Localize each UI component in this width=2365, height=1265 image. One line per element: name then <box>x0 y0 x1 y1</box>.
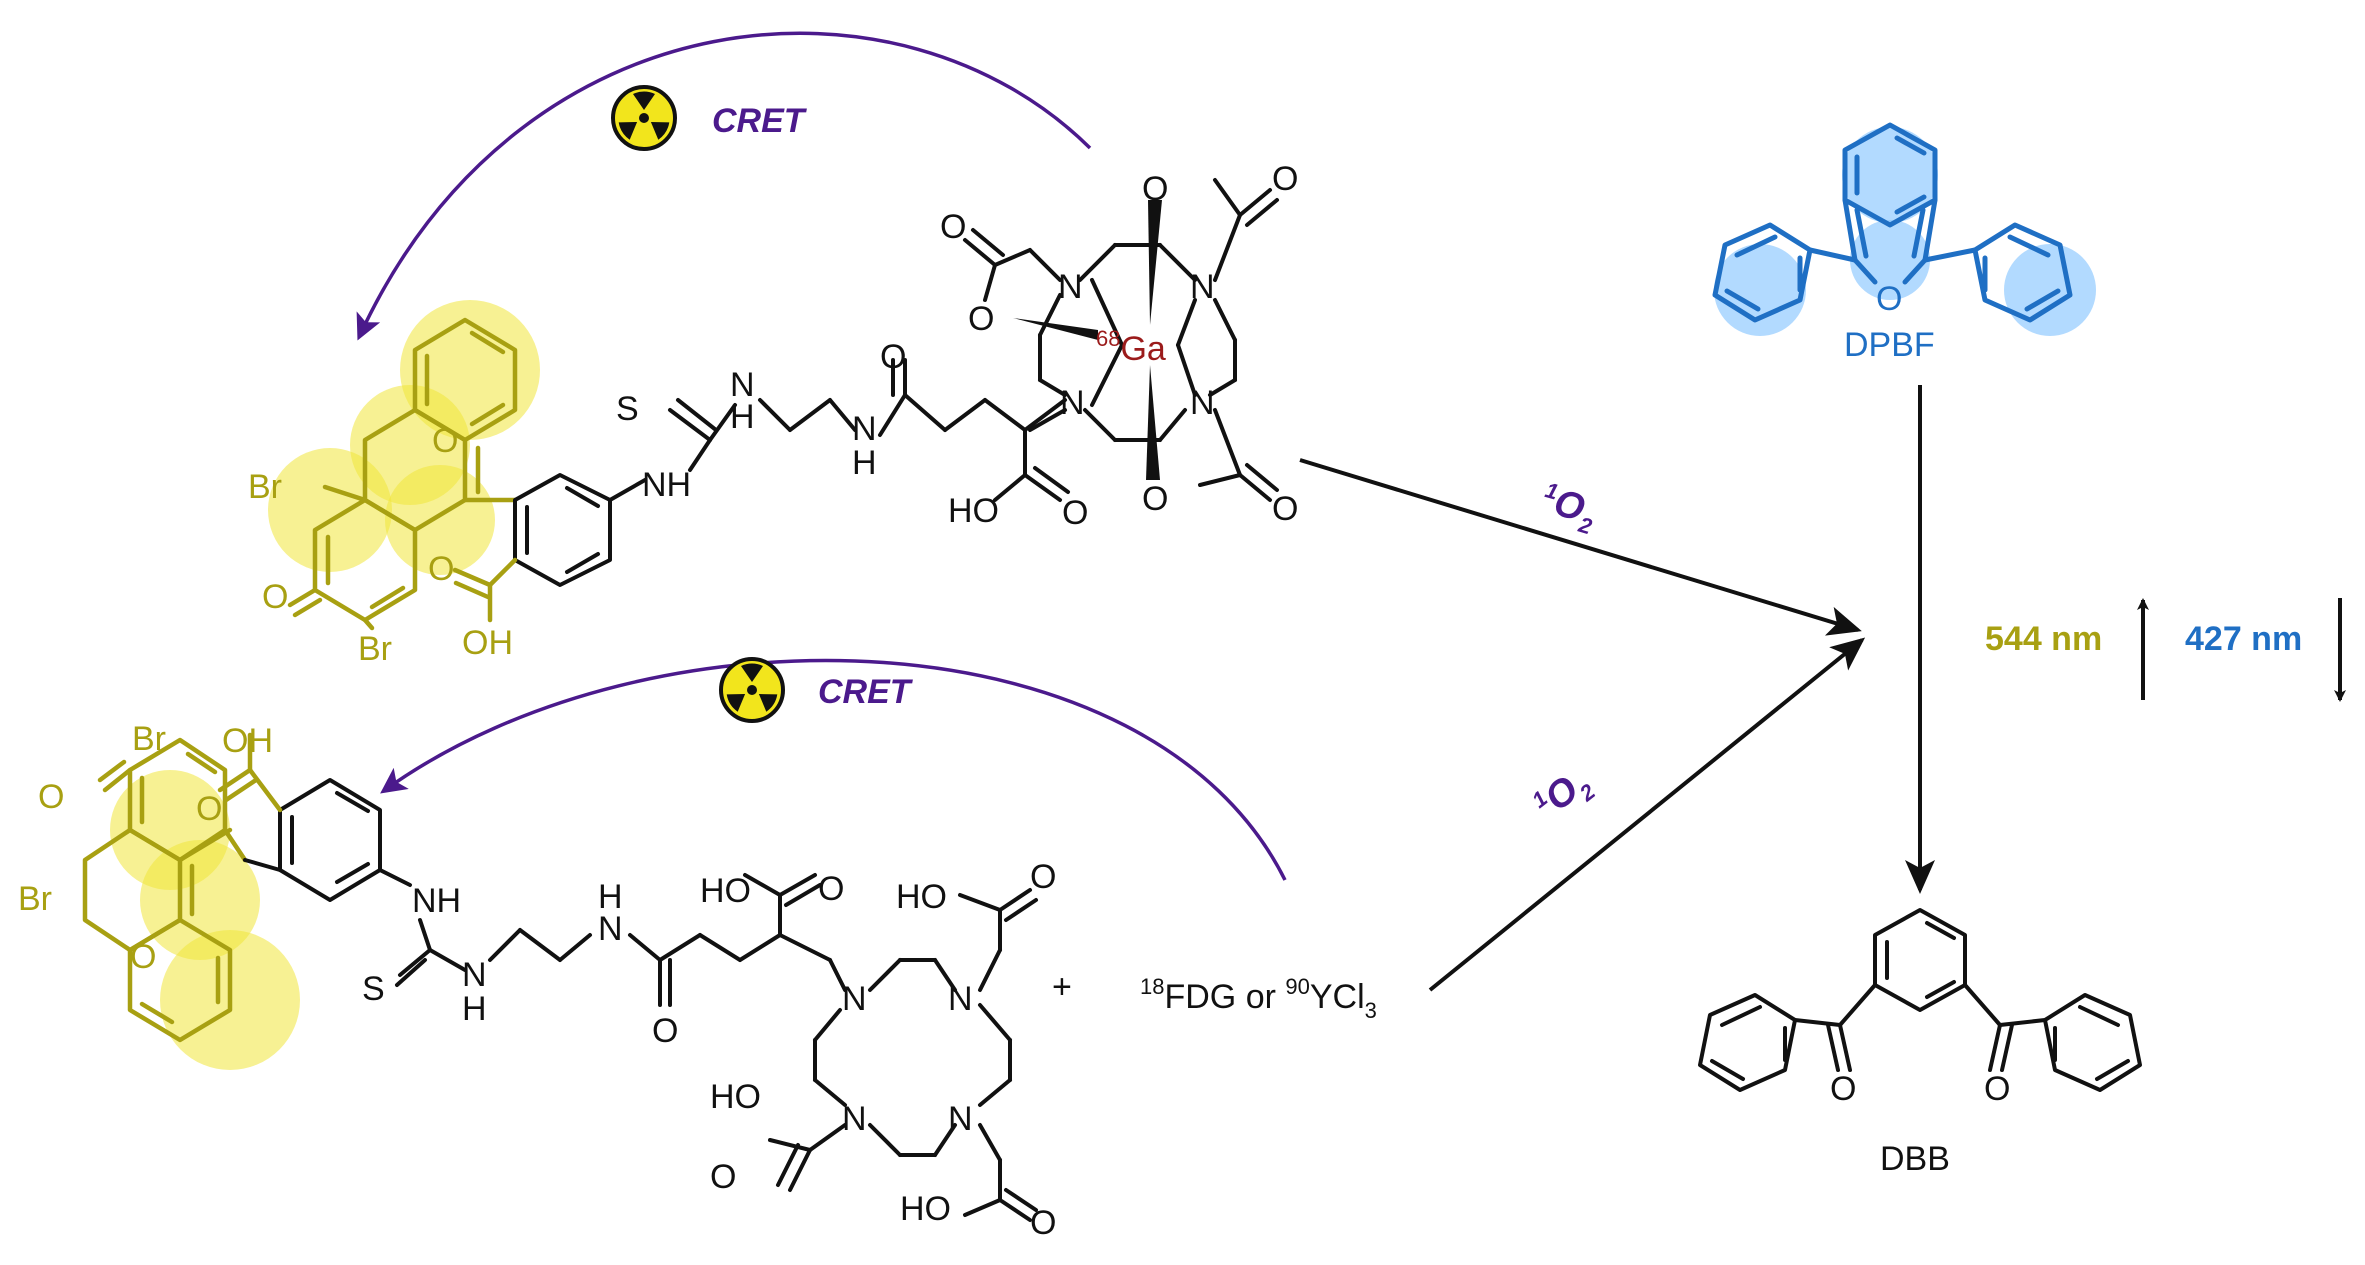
atom-n: N <box>1190 384 1215 422</box>
atom-o: O <box>968 300 994 338</box>
dota-ligand <box>768 888 1038 1222</box>
atom-nh: H <box>730 398 755 436</box>
atom-ho: HO <box>710 1078 761 1116</box>
cret-arrow-bottom <box>380 658 1287 881</box>
atom-o: O <box>432 422 458 460</box>
atom-n: N <box>598 910 623 948</box>
atom-o: O <box>1272 160 1298 198</box>
atom-nh: NH <box>642 466 691 504</box>
atom-o: O <box>940 208 966 246</box>
dpbf-molecule <box>1712 122 2096 336</box>
atom-o: O <box>1062 494 1088 532</box>
atom-oh: OH <box>462 624 513 662</box>
atom-s: S <box>362 970 385 1008</box>
atom-br: Br <box>132 720 166 758</box>
atom-o: O <box>38 778 64 816</box>
dbb-molecule <box>1698 908 2142 1092</box>
atom-o: O <box>818 870 844 908</box>
cret-label-bottom: CRET <box>818 673 914 711</box>
atom-n: N <box>948 1100 973 1138</box>
dpbf-label: DPBF <box>1844 326 1935 364</box>
atom-ho: HO <box>900 1190 951 1228</box>
atom-h: H <box>462 990 487 1028</box>
atom-n: N <box>1058 268 1083 306</box>
plus-sign: + <box>1052 968 1072 1006</box>
atom-o: O <box>1876 280 1902 318</box>
atom-o: O <box>262 578 288 616</box>
atom-oh: OH <box>222 722 273 760</box>
atom-o: O <box>1272 490 1298 528</box>
atom-n: N <box>1190 268 1215 306</box>
atom-n: N <box>852 410 877 448</box>
atom-h: H <box>852 444 877 482</box>
cret-arrow-top <box>356 31 1092 341</box>
atom-br: Br <box>18 880 52 918</box>
linker-top <box>668 358 1070 502</box>
eosin-bottom <box>82 732 412 1070</box>
cret-label-top: CRET <box>712 102 808 140</box>
atom-o: O <box>880 338 906 376</box>
atom-br: Br <box>248 468 282 506</box>
singlet-oxygen-bottom: 1O2 <box>1527 759 1600 831</box>
atom-o: O <box>1984 1070 2010 1108</box>
eosin-top <box>268 300 647 623</box>
atom-o: O <box>1030 858 1056 896</box>
atom-o: O <box>130 938 156 976</box>
arrow-top-to-product <box>1299 458 1862 636</box>
radiation-icon <box>611 85 677 151</box>
atom-h: H <box>598 878 623 916</box>
atom-ho: HO <box>948 492 999 530</box>
atom-br: Br <box>358 630 392 668</box>
atom-o: O <box>428 550 454 588</box>
atom-ho: HO <box>896 878 947 916</box>
atom-o: O <box>1830 1070 1856 1108</box>
atom-n: N <box>842 1100 867 1138</box>
radiation-icon <box>719 657 785 723</box>
atom-o: O <box>1030 1204 1056 1242</box>
atom-o: O <box>1142 170 1168 208</box>
atom-ho: HO <box>700 872 751 910</box>
ga-dota-complex <box>963 178 1279 502</box>
atom-nh: N <box>730 366 755 404</box>
atom-n: N <box>948 980 973 1018</box>
atom-nh: NH <box>412 882 461 920</box>
atom-s: S <box>616 390 639 428</box>
arrow-bottom-to-product <box>1428 637 1866 992</box>
atom-n: N <box>462 956 487 994</box>
absorb-label: 427 nm <box>2185 620 2302 658</box>
atom-o: O <box>1142 480 1168 518</box>
gallium-label: 68Ga <box>1096 326 1166 368</box>
dbb-label: DBB <box>1880 1140 1950 1178</box>
linker-bottom <box>395 873 832 1007</box>
emission-label: 544 nm <box>1985 620 2102 658</box>
atom-n: N <box>1060 384 1085 422</box>
atom-o: O <box>196 790 222 828</box>
atom-o: O <box>710 1158 736 1196</box>
isotope-label: 18FDG or 90YCl3 <box>1140 974 1377 1023</box>
atom-n: N <box>842 980 867 1018</box>
atom-o: O <box>652 1012 678 1050</box>
singlet-oxygen-top: 1O2 <box>1536 477 1602 539</box>
